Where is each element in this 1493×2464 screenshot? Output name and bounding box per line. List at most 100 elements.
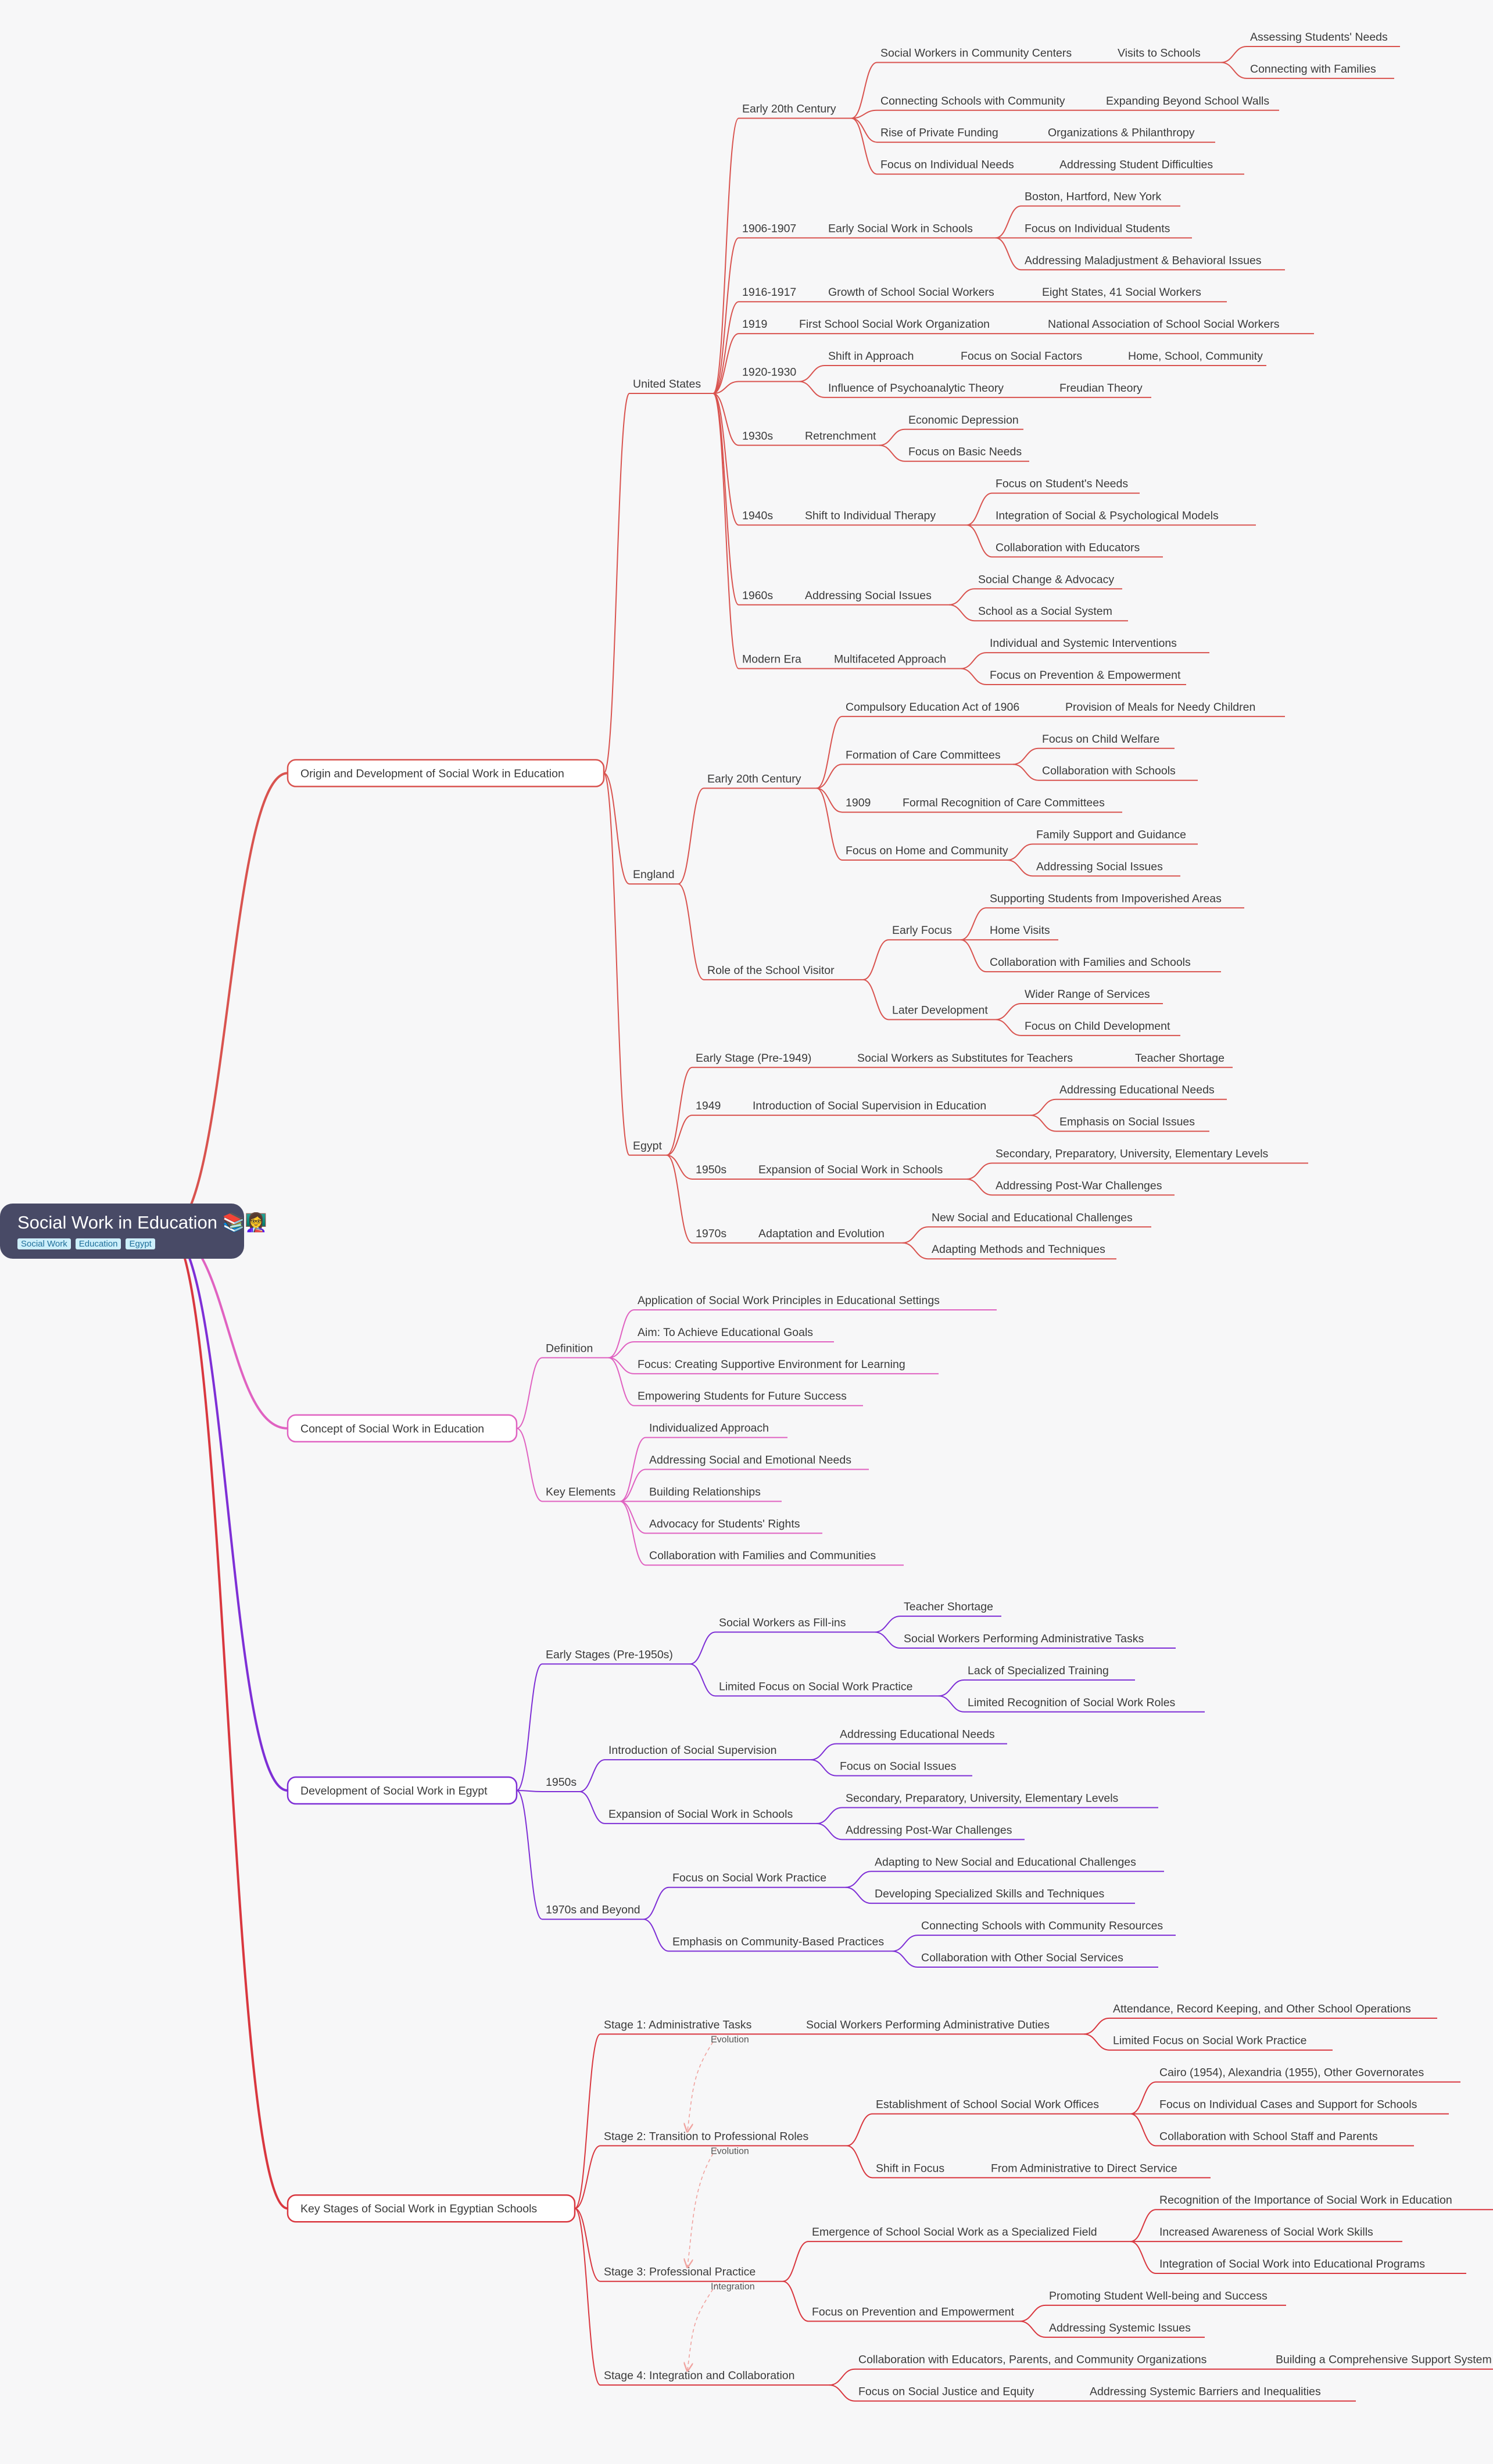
node-egypt-67[interactable]: Egypt: [629, 1140, 667, 1156]
node-addressing-systemic-issues-136[interactable]: Addressing Systemic Issues: [1046, 2322, 1205, 2338]
node-social-workers-as-substitutes-for-teache-69[interactable]: Social Workers as Substitutes for Teache…: [854, 1052, 1106, 1068]
node-boston-hartford-new-york-15[interactable]: Boston, Hartford, New York: [1021, 191, 1180, 207]
node-integration-of-social-psychological-mode-37[interactable]: Integration of Social & Psychological Mo…: [992, 510, 1256, 526]
node-home-visits-62[interactable]: Home Visits: [986, 924, 1058, 941]
node-focus-on-individual-students-16[interactable]: Focus on Individual Students: [1021, 222, 1192, 239]
node-emphasis-on-community-based-practices-114[interactable]: Emphasis on Community-Based Practices: [669, 1936, 892, 1952]
node-focus-on-basic-needs-33[interactable]: Focus on Basic Needs: [905, 446, 1029, 462]
node-new-social-and-educational-challenges-81[interactable]: New Social and Educational Challenges: [928, 1211, 1151, 1228]
node-integration-of-social-work-into-educatio-133[interactable]: Integration of Social Work into Educatio…: [1156, 2258, 1466, 2275]
node-focus-on-child-welfare-52[interactable]: Focus on Child Welfare: [1039, 733, 1175, 749]
node-addressing-educational-needs-73[interactable]: Addressing Educational Needs: [1056, 1084, 1227, 1100]
node-expansion-of-social-work-in-schools-107[interactable]: Expansion of Social Work in Schools: [605, 1808, 817, 1824]
node-secondary-preparatory-university-element-108[interactable]: Secondary, Preparatory, University, Elem…: [842, 1792, 1158, 1808]
node-from-administrative-to-direct-service-128[interactable]: From Administrative to Direct Service: [987, 2162, 1211, 2179]
node-formal-recognition-of-care-committees-55[interactable]: Formal Recognition of Care Committees: [899, 797, 1122, 813]
node-advocacy-for-students-rights-93[interactable]: Advocacy for Students' Rights: [646, 1517, 822, 1534]
node-early-stages-pre-1950s-96[interactable]: Early Stages (Pre-1950s): [542, 1648, 690, 1665]
node-lack-of-specialized-training-101[interactable]: Lack of Specialized Training: [964, 1664, 1135, 1681]
node-1950s-103[interactable]: 1950s: [542, 1776, 579, 1793]
node-economic-depression-32[interactable]: Economic Depression: [905, 414, 1023, 430]
node-teacher-shortage-70[interactable]: Teacher Shortage: [1132, 1052, 1233, 1068]
node-addressing-post-war-challenges-109[interactable]: Addressing Post-War Challenges: [842, 1824, 1025, 1840]
node-addressing-maladjustment-behavioral-issu-17[interactable]: Addressing Maladjustment & Behavioral Is…: [1021, 254, 1285, 271]
node-early-social-work-in-schools-14[interactable]: Early Social Work in Schools: [825, 222, 996, 239]
node-focus-creating-supportive-environment-fo-87[interactable]: Focus: Creating Supportive Environment f…: [634, 1358, 939, 1374]
node-introduction-of-social-supervision-104[interactable]: Introduction of Social Supervision: [605, 1744, 811, 1761]
node-shift-in-approach-25[interactable]: Shift in Approach: [825, 350, 932, 366]
node-family-support-and-guidance-57[interactable]: Family Support and Guidance: [1033, 829, 1198, 845]
node-limited-focus-on-social-work-practice-100[interactable]: Limited Focus on Social Work Practice: [715, 1680, 939, 1697]
node-expanding-beyond-school-walls-8[interactable]: Expanding Beyond School Walls: [1102, 95, 1279, 111]
tag-education[interactable]: Education: [75, 1238, 121, 1249]
tag-egypt[interactable]: Egypt: [126, 1238, 155, 1249]
node-influence-of-psychoanalytic-theory-28[interactable]: Influence of Psychoanalytic Theory: [825, 382, 1030, 398]
node-early-focus-60[interactable]: Early Focus: [889, 924, 961, 941]
node-individualized-approach-90[interactable]: Individualized Approach: [646, 1422, 787, 1438]
node-introduction-of-social-supervision-in-ed-72[interactable]: Introduction of Social Supervision in Ed…: [749, 1100, 1030, 1116]
node-england-47[interactable]: England: [629, 868, 678, 885]
node-1920-1930-24[interactable]: 1920-1930: [739, 366, 799, 382]
node-1970s-and-beyond-110[interactable]: 1970s and Beyond: [542, 1904, 643, 1920]
node-role-of-the-school-visitor-59[interactable]: Role of the School Visitor: [704, 964, 863, 980]
node-collaboration-with-educators-38[interactable]: Collaboration with Educators: [992, 541, 1163, 558]
node-later-development-64[interactable]: Later Development: [889, 1004, 996, 1020]
node-origin-and-development-of-social-work-in-0[interactable]: Origin and Development of Social Work in…: [287, 759, 605, 787]
node-addressing-student-difficulties-12[interactable]: Addressing Student Difficulties: [1056, 159, 1244, 175]
node-multifaceted-approach-44[interactable]: Multifaceted Approach: [830, 653, 961, 669]
node-growth-of-school-social-workers-19[interactable]: Growth of School Social Workers: [825, 286, 1013, 303]
node-supporting-students-from-impoverished-ar-61[interactable]: Supporting Students from Impoverished Ar…: [986, 892, 1244, 909]
node-stage-4-integration-and-collaboration-137[interactable]: Stage 4: Integration and Collaboration: [600, 2369, 829, 2386]
node-early-20th-century-2[interactable]: Early 20th Century: [739, 103, 851, 119]
node-focus-on-social-issues-106[interactable]: Focus on Social Issues: [836, 1760, 972, 1777]
node-collaboration-with-other-social-services-116[interactable]: Collaboration with Other Social Services: [918, 1951, 1158, 1968]
tag-social-work[interactable]: Social Work: [17, 1238, 71, 1249]
node-focus-on-child-development-66[interactable]: Focus on Child Development: [1021, 1020, 1180, 1036]
node-focus-on-individual-cases-and-support-fo-125[interactable]: Focus on Individual Cases and Support fo…: [1156, 2098, 1449, 2115]
node-adapting-methods-and-techniques-82[interactable]: Adapting Methods and Techniques: [928, 1243, 1116, 1260]
node-eight-states-41-social-workers-20[interactable]: Eight States, 41 Social Workers: [1039, 286, 1227, 303]
node-addressing-systemic-barriers-and-inequal-141[interactable]: Addressing Systemic Barriers and Inequal…: [1086, 2386, 1356, 2402]
node-first-school-social-work-organization-22[interactable]: First School Social Work Organization: [796, 318, 1019, 335]
node-home-school-community-27[interactable]: Home, School, Community: [1125, 350, 1266, 366]
node-building-a-comprehensive-support-system--139[interactable]: Building a Comprehensive Support System …: [1272, 2354, 1493, 2370]
node-visits-to-schools-4[interactable]: Visits to Schools: [1114, 46, 1221, 63]
node-1970s-79[interactable]: 1970s: [692, 1227, 729, 1244]
node-collaboration-with-schools-53[interactable]: Collaboration with Schools: [1039, 765, 1198, 781]
node-establishment-of-school-social-work-offi-123[interactable]: Establishment of School Social Work Offi…: [872, 2098, 1130, 2115]
node-formation-of-care-committees-51[interactable]: Formation of Care Committees: [842, 748, 1013, 765]
node-expansion-of-social-work-in-schools-76[interactable]: Expansion of Social Work in Schools: [755, 1163, 966, 1180]
node-emergence-of-school-social-work-as-a-spe-130[interactable]: Emergence of School Social Work as a Spe…: [808, 2226, 1130, 2243]
node-addressing-social-and-emotional-needs-91[interactable]: Addressing Social and Emotional Needs: [646, 1454, 869, 1470]
node-empowering-students-for-future-success-88[interactable]: Empowering Students for Future Success: [634, 1390, 863, 1406]
node-emphasis-on-social-issues-74[interactable]: Emphasis on Social Issues: [1056, 1116, 1209, 1132]
node-cairo-1954-alexandria-1955-other-governo-124[interactable]: Cairo (1954), Alexandria (1955), Other G…: [1156, 2067, 1460, 2083]
node-focus-on-social-factors-26[interactable]: Focus on Social Factors: [957, 350, 1099, 366]
node-application-of-social-work-principles-in-85[interactable]: Application of Social Work Principles in…: [634, 1294, 997, 1311]
node-key-elements-89[interactable]: Key Elements: [542, 1485, 620, 1502]
node-1950s-75[interactable]: 1950s: [692, 1163, 729, 1180]
node-social-workers-performing-administrative-119[interactable]: Social Workers Performing Administrative…: [803, 2018, 1084, 2035]
node-1949-71[interactable]: 1949: [692, 1100, 724, 1116]
node-key-stages-of-social-work-in-egyptian-sc-117[interactable]: Key Stages of Social Work in Egyptian Sc…: [287, 2194, 576, 2223]
node-addressing-educational-needs-105[interactable]: Addressing Educational Needs: [836, 1728, 1007, 1745]
node-social-change-advocacy-41[interactable]: Social Change & Advocacy: [975, 573, 1122, 590]
node-focus-on-individual-needs-11[interactable]: Focus on Individual Needs: [877, 159, 1030, 175]
node-stage-1-administrative-tasks-118[interactable]: Stage 1: Administrative Tasks: [600, 2018, 777, 2035]
node-1919-21[interactable]: 1919: [739, 318, 770, 335]
node-school-as-a-social-system-42[interactable]: School as a Social System: [975, 605, 1128, 622]
node-stage-3-professional-practice-129[interactable]: Stage 3: Professional Practice: [600, 2266, 783, 2282]
node-collaboration-with-families-and-schools-63[interactable]: Collaboration with Families and Schools: [986, 956, 1221, 973]
node-concept-of-social-work-in-education-83[interactable]: Concept of Social Work in Education: [287, 1414, 518, 1443]
node-building-relationships-92[interactable]: Building Relationships: [646, 1485, 782, 1502]
node-1930s-30[interactable]: 1930s: [739, 429, 776, 446]
node-teacher-shortage-98[interactable]: Teacher Shortage: [900, 1600, 1001, 1617]
node-rise-of-private-funding-9[interactable]: Rise of Private Funding: [877, 127, 1019, 143]
node-focus-on-prevention-empowerment-46[interactable]: Focus on Prevention & Empowerment: [986, 669, 1186, 685]
node-social-workers-performing-administrative-99[interactable]: Social Workers Performing Administrative…: [900, 1632, 1176, 1649]
node-limited-focus-on-social-work-practice-121[interactable]: Limited Focus on Social Work Practice: [1109, 2035, 1333, 2051]
node-freudian-theory-29[interactable]: Freudian Theory: [1056, 382, 1151, 398]
node-1960s-39[interactable]: 1960s: [739, 589, 776, 606]
node-connecting-schools-with-community-7[interactable]: Connecting Schools with Community: [877, 95, 1077, 111]
node-focus-on-social-work-practice-111[interactable]: Focus on Social Work Practice: [669, 1872, 846, 1888]
